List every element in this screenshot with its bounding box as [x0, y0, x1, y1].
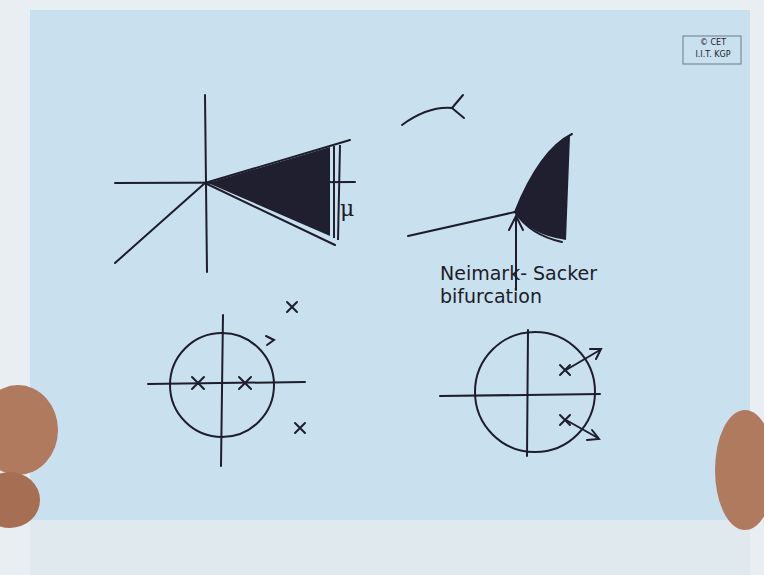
watermark-box [683, 36, 741, 64]
shaded-region [515, 136, 570, 240]
shaded-region [208, 147, 330, 236]
watermark-text: I.I.T. KGP [686, 50, 740, 60]
hand [0, 472, 40, 528]
annotation: Neimark- Sacker bifurcation [440, 262, 605, 308]
hand [715, 410, 764, 530]
paper-bottom [30, 520, 750, 575]
hand [0, 385, 58, 475]
watermark-text: © CET [686, 38, 740, 48]
hatch-strokes [334, 145, 340, 240]
axis-label: μ [340, 196, 370, 222]
paper-sheet [30, 10, 750, 540]
